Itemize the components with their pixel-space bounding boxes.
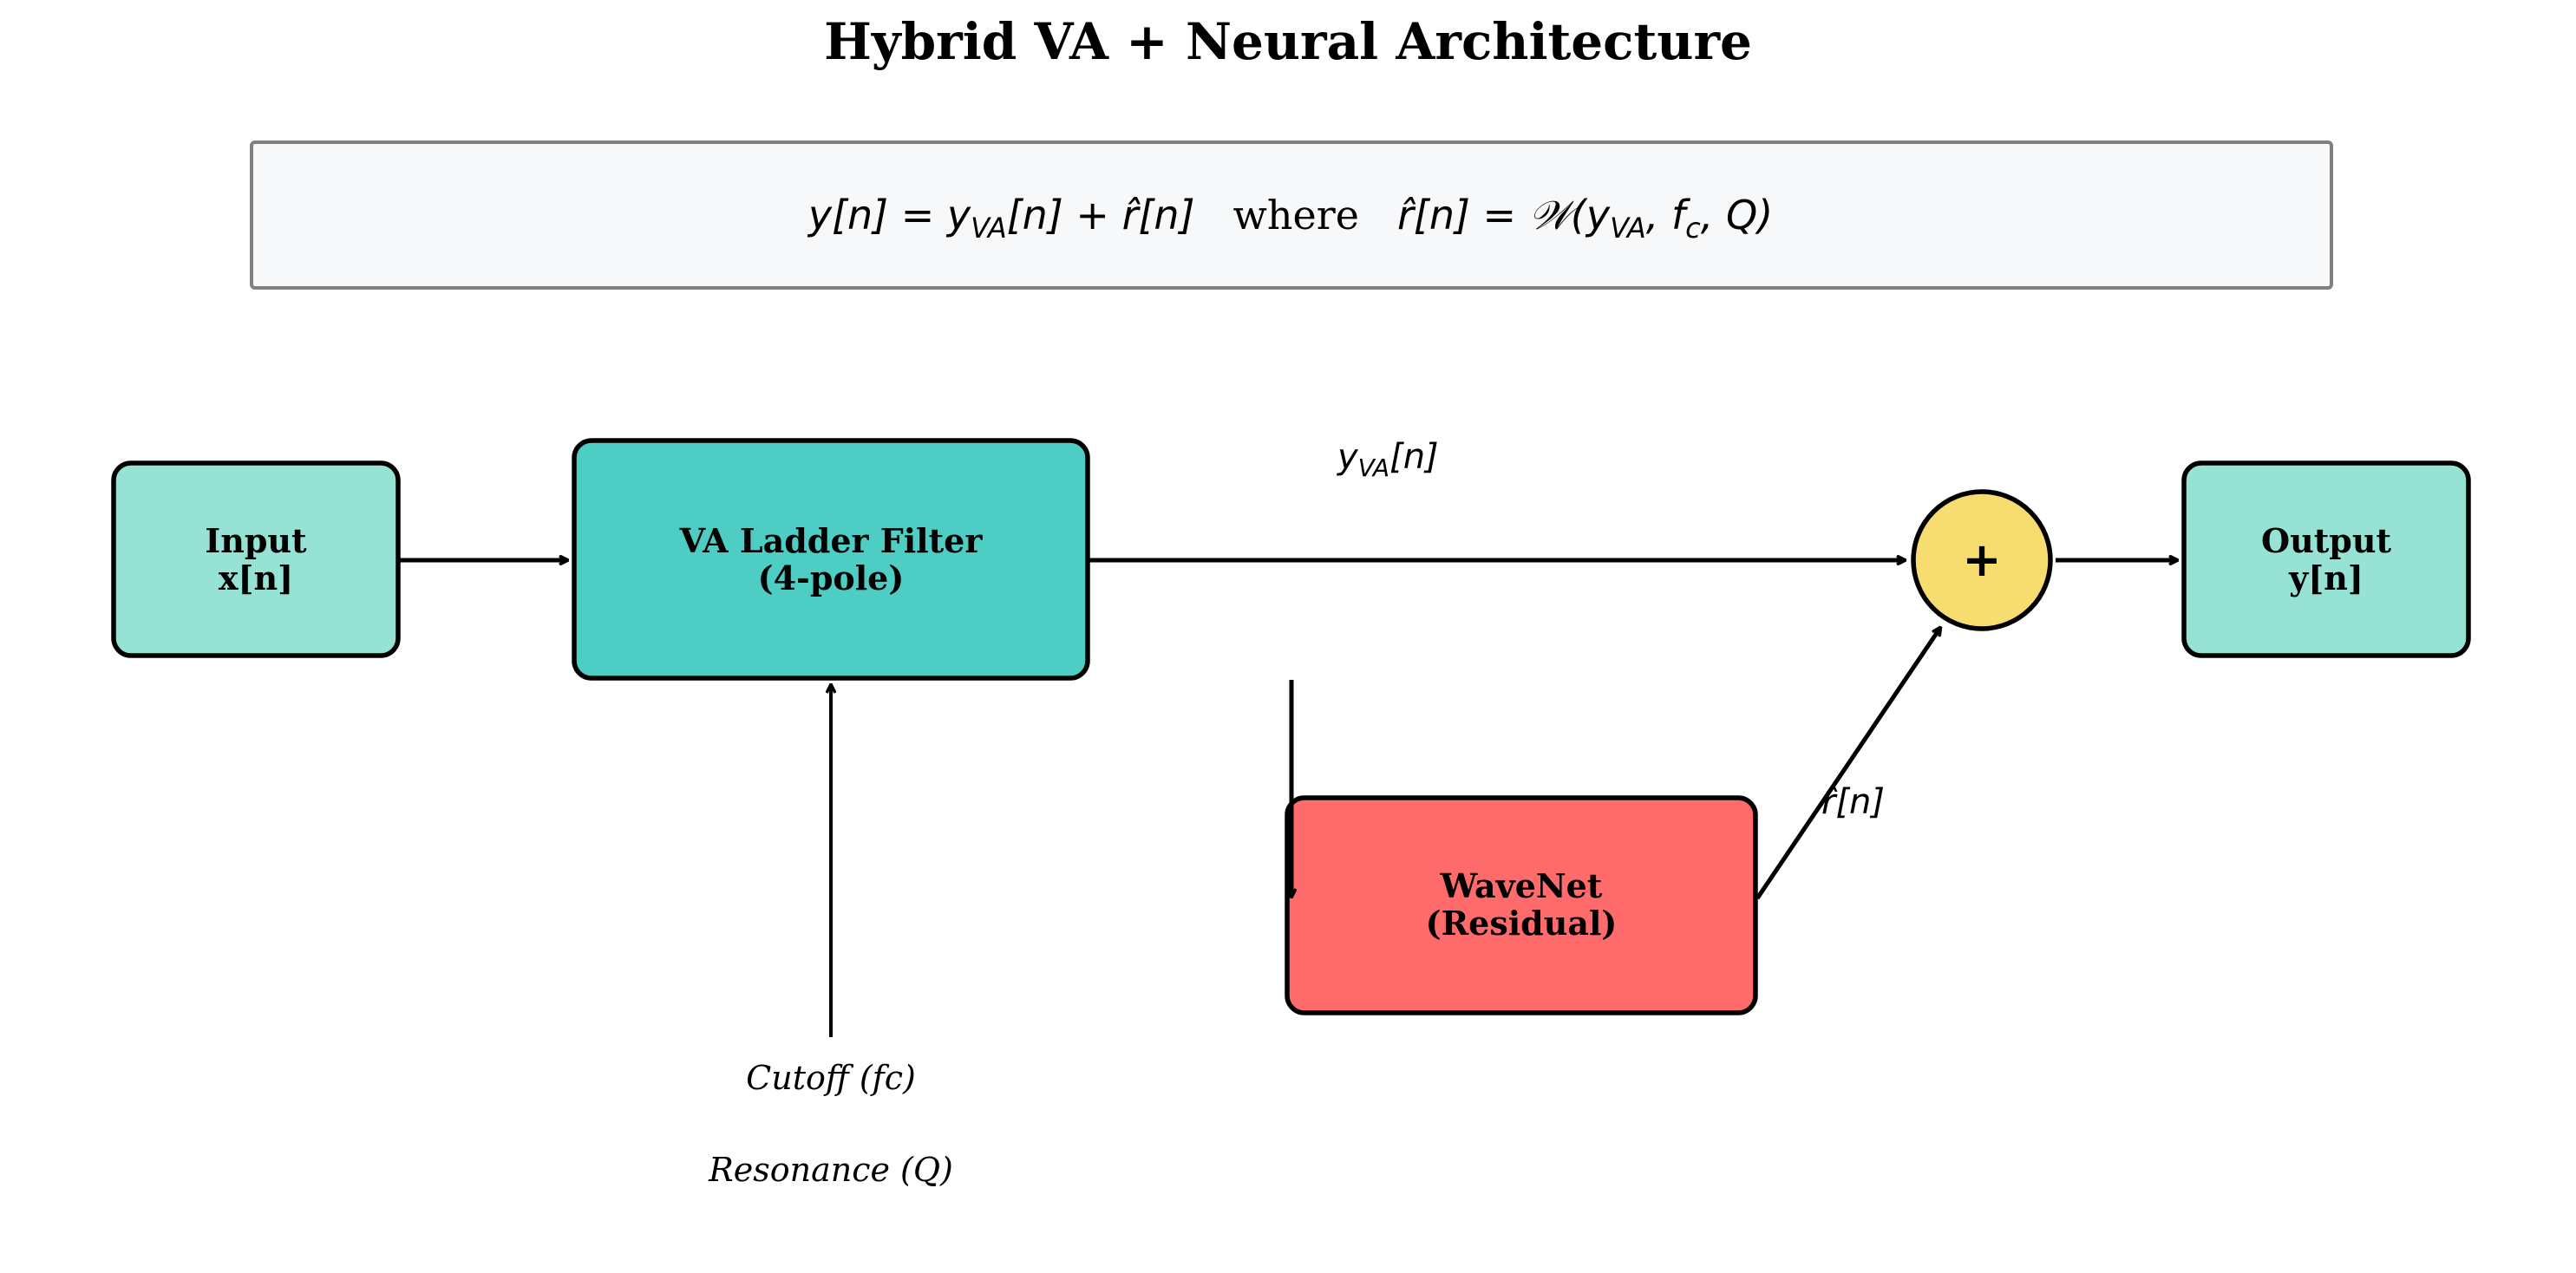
output-block-signal: y[n] — [2288, 558, 2364, 597]
input-block: Input x[n] — [111, 460, 401, 658]
output-block-label: Output — [2261, 521, 2391, 560]
input-block-label: Input — [205, 521, 307, 560]
va-filter-label: VA Ladder Filter — [679, 521, 984, 560]
va-filter-sublabel: (4-pole) — [758, 558, 905, 597]
wavenet-block: WaveNet (Residual) — [1285, 795, 1758, 1015]
equation-box — [250, 140, 2333, 290]
input-block-signal: x[n] — [219, 558, 293, 597]
wavenet-sublabel: (Residual) — [1426, 904, 1618, 943]
wavenet-label: WaveNet — [1440, 866, 1603, 905]
sum-junction: + — [1911, 489, 2053, 631]
y-va-signal-label: yVA[n] — [1337, 437, 1439, 482]
arrow-wavenet-to-sum — [1755, 628, 1940, 900]
output-block: Output y[n] — [2181, 460, 2471, 658]
r-hat-signal-label: r̂[n] — [1821, 782, 1885, 822]
resonance-param-label: Resonance (Q) — [708, 1151, 953, 1189]
diagram-title: Hybrid VA + Neural Architecture — [824, 12, 1752, 71]
cutoff-param-label: Cutoff (fc) — [746, 1059, 916, 1097]
plus-symbol: + — [1962, 532, 2001, 587]
va-ladder-filter-block: VA Ladder Filter (4-pole) — [572, 438, 1090, 681]
